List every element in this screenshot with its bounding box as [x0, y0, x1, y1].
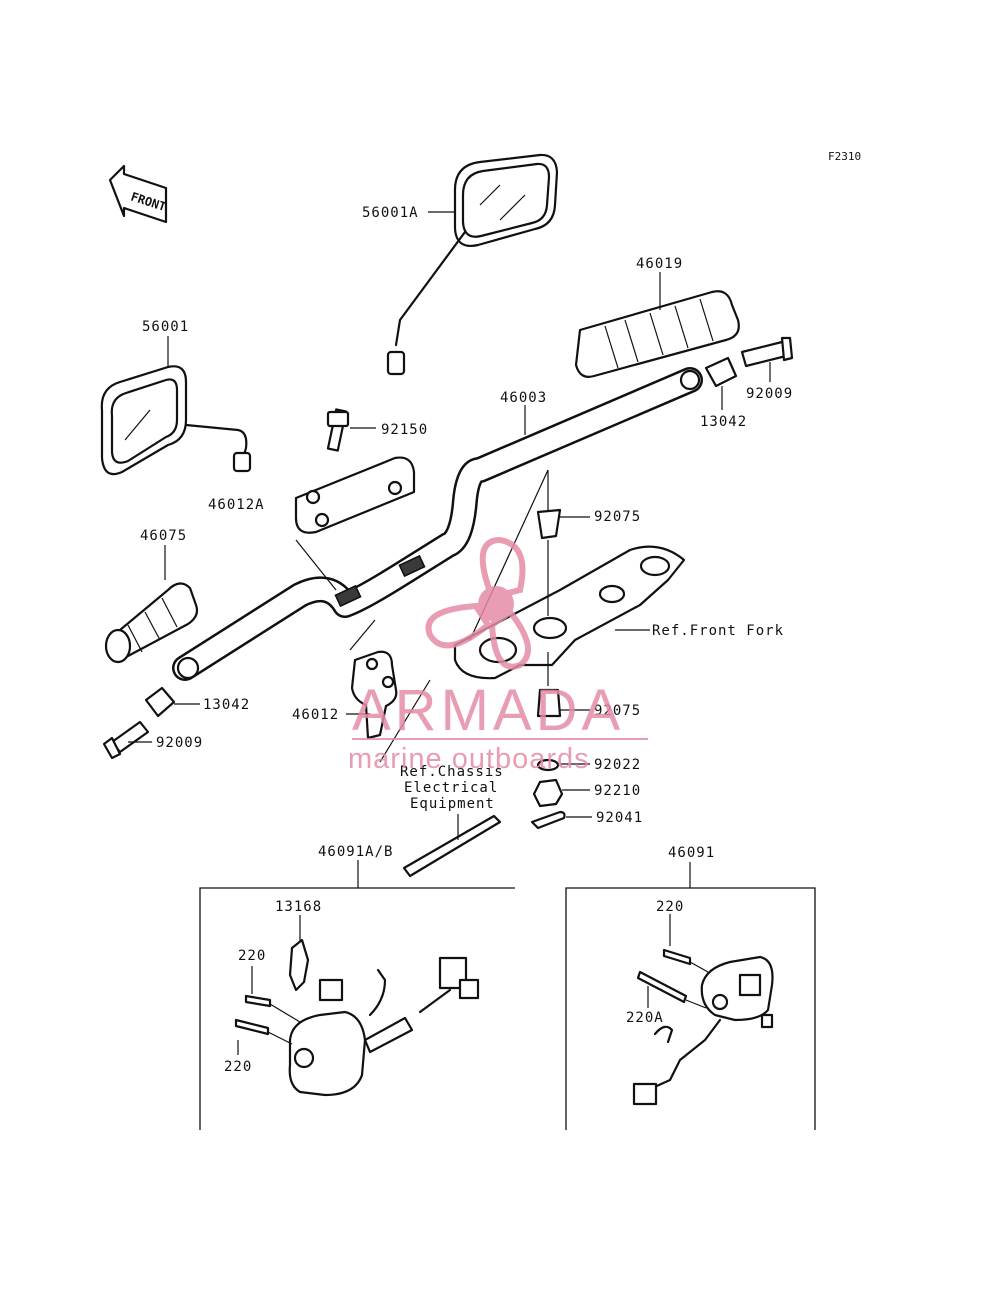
- right-switch-box: [565, 887, 816, 1130]
- label-92075-upper: 92075: [594, 509, 641, 525]
- grommet-lower: [536, 688, 562, 718]
- bar-end-weight-right: [704, 356, 738, 388]
- screw-220-lower: [234, 1018, 270, 1036]
- label-13168: 13168: [275, 899, 322, 915]
- watermark-brand: ARMADA: [352, 678, 624, 743]
- label-46091AB: 46091A/B: [318, 844, 393, 860]
- label-46019: 46019: [636, 256, 683, 272]
- label-13042-left: 13042: [203, 697, 250, 713]
- propeller-logo-icon: [425, 536, 531, 670]
- screw-left: [102, 720, 150, 760]
- screw-right: [740, 336, 794, 368]
- label-92022: 92022: [594, 757, 641, 773]
- label-46012: 46012: [292, 707, 339, 723]
- grip-left: [104, 582, 199, 664]
- label-220-a: 220: [238, 948, 266, 964]
- label-46075: 46075: [140, 528, 187, 544]
- label-92009-right: 92009: [746, 386, 793, 402]
- cotter-pin: [530, 810, 566, 830]
- label-56001: 56001: [142, 319, 189, 335]
- label-56001A: 56001A: [362, 205, 419, 221]
- washer: [536, 758, 560, 772]
- ref-chassis-line1: Ref.Chassis: [400, 764, 504, 780]
- left-switch-box: [199, 887, 515, 1130]
- cable-tie: [402, 814, 502, 878]
- label-13042-right: 13042: [700, 414, 747, 430]
- bolt-holder: [326, 408, 350, 452]
- triple-clamp: [453, 545, 686, 680]
- label-46012A: 46012A: [208, 497, 265, 513]
- clutch-switch: [288, 938, 310, 992]
- handlebar: [172, 367, 703, 681]
- holder-lower: [350, 650, 398, 740]
- label-220-c: 220: [656, 899, 684, 915]
- front-arrow-icon: FRONT: [108, 164, 168, 224]
- figure-code: F2310: [828, 150, 861, 163]
- label-92210: 92210: [594, 783, 641, 799]
- label-220-b: 220: [224, 1059, 252, 1075]
- label-46003: 46003: [500, 390, 547, 406]
- label-46091: 46091: [668, 845, 715, 861]
- right-switch-housing: [632, 955, 774, 1106]
- screw-220-upper: [244, 994, 272, 1008]
- nut: [532, 778, 564, 808]
- grip-right: [574, 290, 740, 378]
- watermark-tagline: marine outboards: [348, 743, 590, 775]
- armada-watermark: ARMADA marine outboards: [348, 536, 648, 775]
- label-92041: 92041: [596, 810, 643, 826]
- screw-220-right: [662, 948, 692, 966]
- mirror-left: [100, 365, 252, 476]
- label-220A: 220A: [626, 1010, 664, 1026]
- label-92075-lower: 92075: [594, 703, 641, 719]
- ref-chassis-line2: Electrical: [404, 780, 498, 796]
- mirror-right: [386, 153, 559, 376]
- holder-upper: [294, 456, 416, 534]
- ref-chassis-line3: Equipment: [410, 796, 495, 812]
- grommet-upper: [536, 508, 562, 540]
- bar-end-weight-left: [144, 686, 176, 718]
- ref-front-fork: Ref.Front Fork: [652, 623, 784, 639]
- label-92009-left: 92009: [156, 735, 203, 751]
- left-switch-housing: [288, 956, 480, 1097]
- label-92150: 92150: [381, 422, 428, 438]
- screw-220A: [636, 970, 688, 1004]
